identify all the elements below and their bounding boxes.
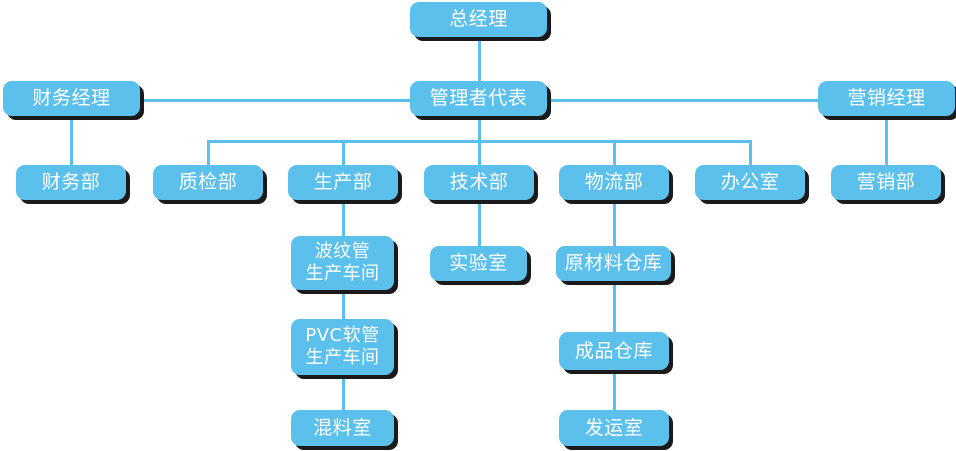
connector-pvc-to-mixing-room xyxy=(342,375,345,410)
connector-corrugated-to-pvc xyxy=(342,290,345,319)
node-finished-goods-warehouse[interactable]: 成品仓库 xyxy=(559,332,669,370)
connector-root-down xyxy=(478,36,481,100)
connector-production-drop xyxy=(342,140,345,165)
node-laboratory[interactable]: 实验室 xyxy=(430,246,527,281)
node-marketing-manager[interactable]: 营销经理 xyxy=(818,81,955,116)
connector-technology-to-laboratory xyxy=(478,201,481,246)
node-finance-department[interactable]: 财务部 xyxy=(16,165,126,200)
connector-raw-material-to-finished xyxy=(613,285,616,332)
node-general-manager[interactable]: 总经理 xyxy=(410,2,547,37)
connector-office-drop xyxy=(749,140,752,165)
node-marketing-department[interactable]: 营销部 xyxy=(831,165,941,200)
connector-logistics-drop xyxy=(613,140,616,165)
node-office[interactable]: 办公室 xyxy=(695,165,805,200)
connector-logistics-to-raw-material xyxy=(613,201,616,246)
node-quality-inspection-department[interactable]: 质检部 xyxy=(153,165,263,200)
node-finance-manager[interactable]: 财务经理 xyxy=(3,81,140,116)
node-mixing-room[interactable]: 混料室 xyxy=(291,410,394,446)
node-raw-material-warehouse[interactable]: 原材料仓库 xyxy=(556,246,671,281)
node-pvc-hose-workshop[interactable]: PVC软管 生产车间 xyxy=(291,319,394,375)
node-logistics-department[interactable]: 物流部 xyxy=(559,165,669,200)
connector-finance-manager-down xyxy=(70,115,73,165)
node-corrugated-pipe-workshop[interactable]: 波纹管 生产车间 xyxy=(291,236,394,290)
connector-marketing-manager-down xyxy=(885,115,888,165)
node-production-department[interactable]: 生产部 xyxy=(288,165,398,200)
node-management-representative[interactable]: 管理者代表 xyxy=(410,81,547,116)
connector-finished-to-shipping-room xyxy=(613,370,616,410)
connector-technology-drop xyxy=(478,140,481,165)
connector-production-to-corrugated xyxy=(342,201,345,236)
node-shipping-room[interactable]: 发运室 xyxy=(559,410,669,446)
node-technology-department[interactable]: 技术部 xyxy=(424,165,534,200)
connector-quality-inspection-drop xyxy=(207,140,210,165)
